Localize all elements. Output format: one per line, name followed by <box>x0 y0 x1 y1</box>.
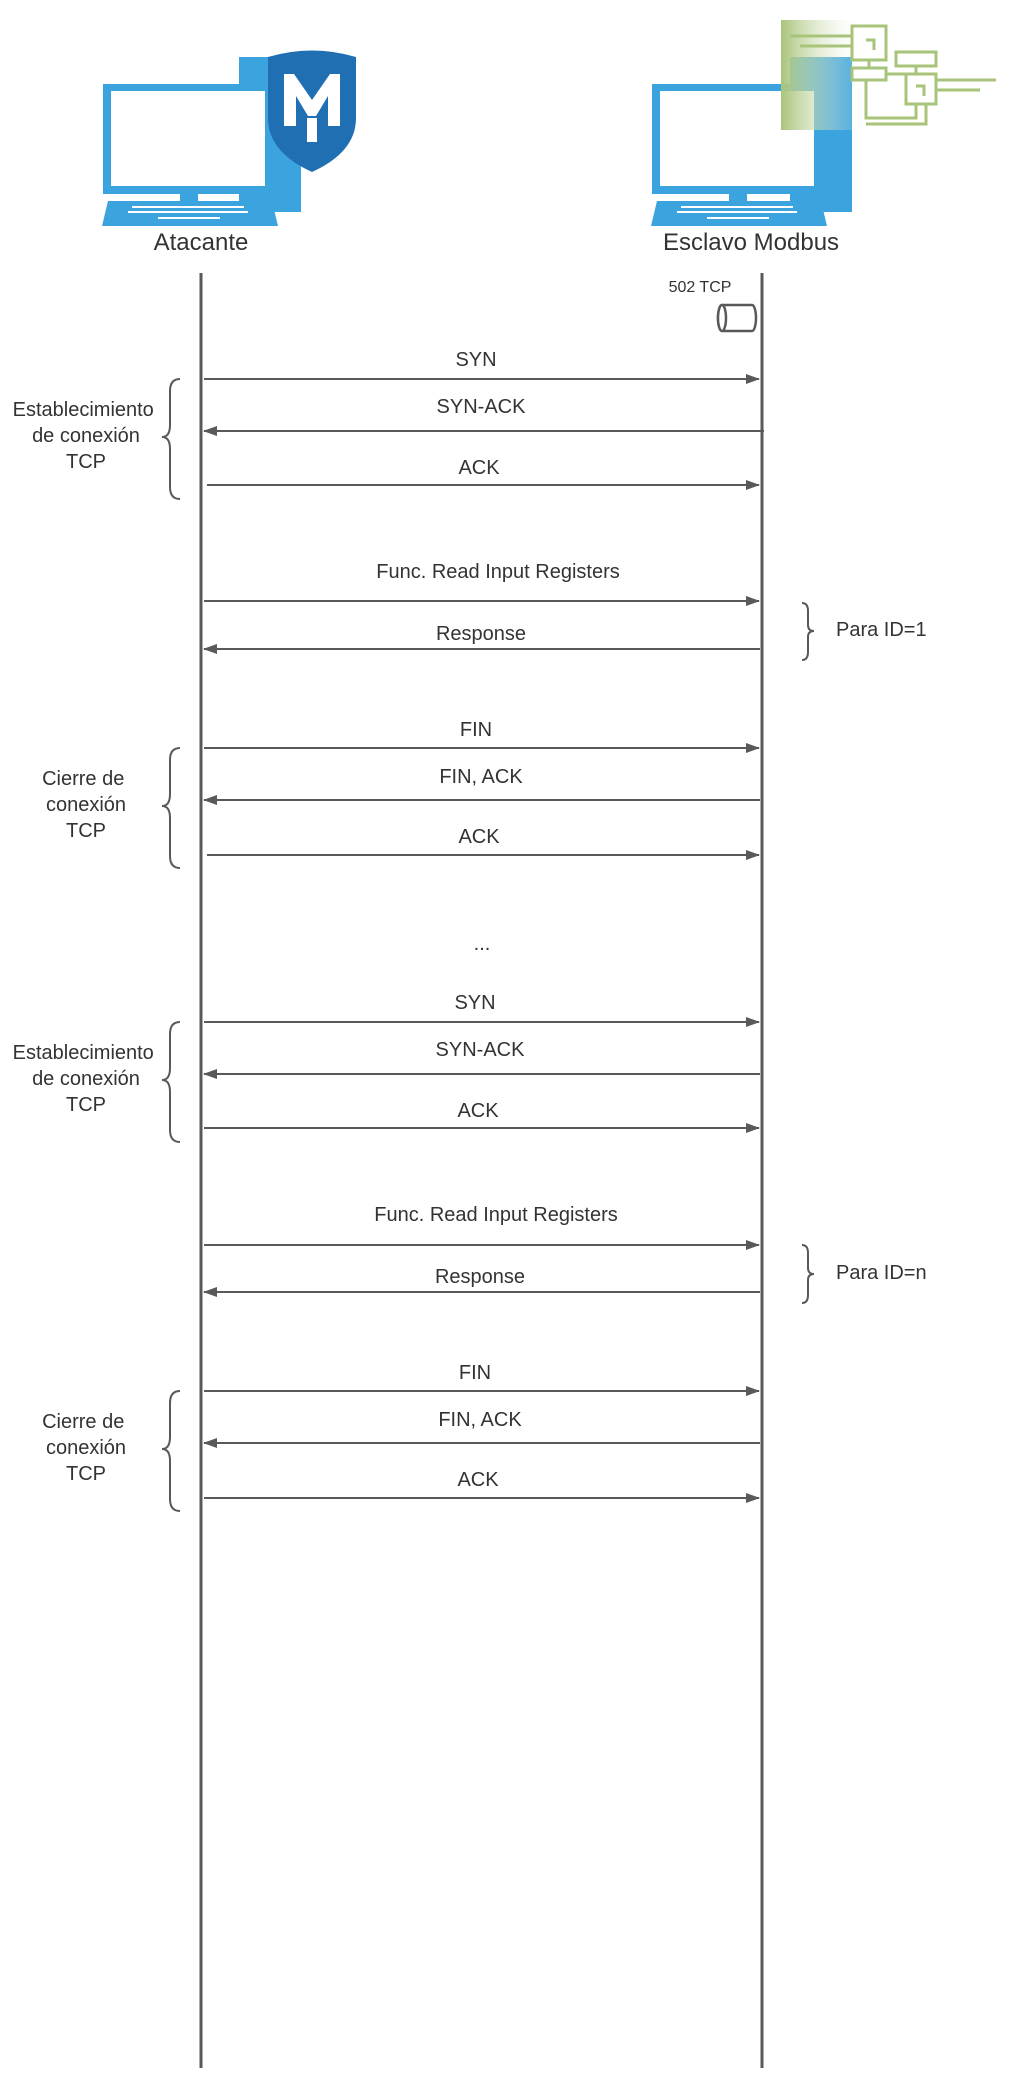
msg-fin-1: FIN <box>460 719 492 741</box>
label-close-1-line-2: conexión <box>46 794 126 816</box>
msg-ack: ACK <box>458 457 500 479</box>
request-block-1: Func. Read Input Registers Response Para… <box>203 561 927 661</box>
port-cylinder-icon <box>716 303 758 333</box>
attacker-label: Atacante <box>154 229 249 256</box>
label-handshake-2-line-3: TCP <box>66 1094 106 1116</box>
label-close-1-line-3: TCP <box>66 820 106 842</box>
brace-handshake-2 <box>161 1021 181 1143</box>
brace-close-2 <box>161 1390 181 1512</box>
label-close-1-text: Cierre de <box>42 768 124 790</box>
brace-close-1 <box>161 747 181 869</box>
note-id-n: Para ID=n <box>836 1262 927 1284</box>
port-label: 502 TCP <box>669 279 732 296</box>
label-close-2-line-2: conexión <box>46 1437 126 1459</box>
label-close-2-line-3: TCP <box>66 1463 106 1485</box>
msg-fin-ack-2: FIN, ACK <box>438 1409 522 1431</box>
plc-network-icon <box>781 20 996 130</box>
msg-fin-ack-1: FIN, ACK <box>439 766 523 788</box>
label-handshake-2-text: Establecimiento <box>13 1042 154 1064</box>
msg-syn-ack-2: SYN-ACK <box>436 1039 526 1061</box>
msg-ack-2: ACK <box>457 1100 499 1122</box>
msg-response-1: Response <box>436 623 526 645</box>
msg-request-1: Func. Read Input Registers <box>376 561 619 583</box>
brace-id-n <box>801 1244 815 1304</box>
metasploit-shield-icon <box>268 50 356 172</box>
brace-id-1 <box>801 602 815 661</box>
msg-syn-ack: SYN-ACK <box>437 396 527 418</box>
label-close-2-text: Cierre de <box>42 1411 124 1433</box>
brace-handshake-1 <box>161 378 181 500</box>
handshake-block-1: SYN SYN-ACK ACK Establecimiento de conex… <box>13 349 764 500</box>
label-handshake-1-line-2: de conexión <box>32 425 140 447</box>
label-handshake-1-line-3: TCP <box>66 451 106 473</box>
handshake-block-2: SYN SYN-ACK ACK Establecimiento de conex… <box>13 992 760 1143</box>
msg-close-ack-1: ACK <box>458 826 500 848</box>
slave-label: Esclavo Modbus <box>663 229 839 256</box>
msg-syn-2: SYN <box>454 992 495 1014</box>
label-handshake-2-line-2: de conexión <box>32 1068 140 1090</box>
msg-syn: SYN <box>455 349 496 371</box>
label-handshake-1-text: Establecimiento <box>13 399 154 421</box>
request-block-2: Func. Read Input Registers Response Para… <box>203 1204 927 1304</box>
msg-close-ack-2: ACK <box>457 1469 499 1491</box>
msg-request-2: Func. Read Input Registers <box>374 1204 617 1226</box>
ellipsis: ... <box>474 933 491 955</box>
msg-fin-2: FIN <box>459 1362 491 1384</box>
msg-response-2: Response <box>435 1266 525 1288</box>
note-id-1: Para ID=1 <box>836 619 927 641</box>
